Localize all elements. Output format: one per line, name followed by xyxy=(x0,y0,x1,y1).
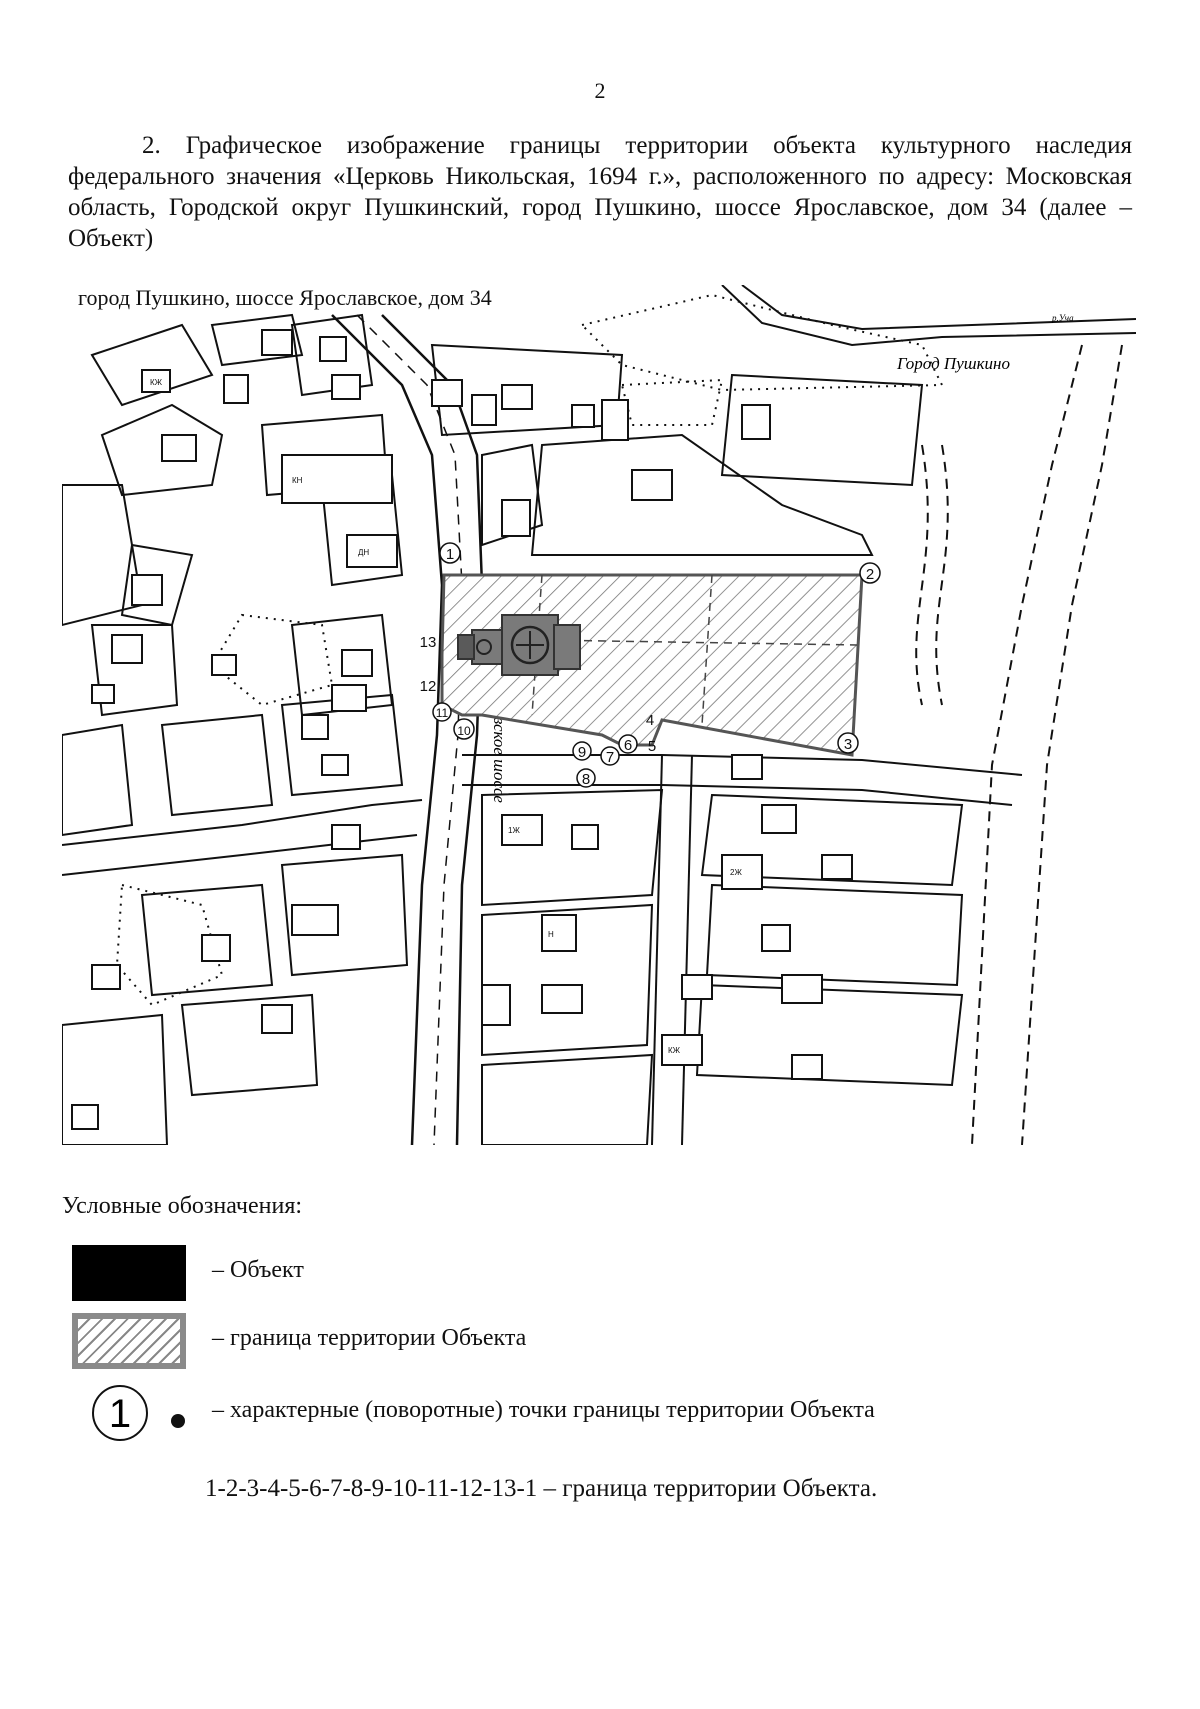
svg-text:13: 13 xyxy=(420,634,437,651)
map-caption: город Пушкино, шоссе Ярославское, дом 34 xyxy=(74,285,496,311)
cadastral-map: р.Уча Город Пушкино Ярославское шоссе xyxy=(62,285,1136,1145)
legend-label-boundary: – граница территории Объекта xyxy=(212,1325,527,1351)
boundary-point-10: 10 xyxy=(453,718,475,740)
svg-text:КЖ: КЖ xyxy=(150,378,163,387)
boundary-point-2: 2 xyxy=(859,562,881,584)
svg-text:5: 5 xyxy=(648,738,656,755)
building-labels: КЖ КН ДН 1Ж 2Ж Н КЖ xyxy=(150,378,742,1055)
object-swatch xyxy=(72,1245,186,1301)
svg-text:10: 10 xyxy=(457,724,471,738)
map-drawing: р.Уча Город Пушкино Ярославское шоссе xyxy=(62,285,1136,1145)
boundary-swatch xyxy=(72,1313,186,1369)
boundary-point-8: 8 xyxy=(576,768,596,788)
point-symbol-number: 1 xyxy=(109,1392,131,1436)
point-dot-icon xyxy=(171,1414,185,1428)
svg-text:11: 11 xyxy=(436,706,449,720)
svg-text:2: 2 xyxy=(866,566,874,583)
svg-text:Н: Н xyxy=(548,930,554,939)
boundary-point-9: 9 xyxy=(572,741,592,761)
boundary-point-4: 4 xyxy=(646,712,654,729)
svg-text:7: 7 xyxy=(606,749,614,766)
parcels-west xyxy=(62,313,409,1145)
legend-title: Условные обозначения: xyxy=(62,1193,303,1219)
boundary-point-12: 12 xyxy=(420,678,437,695)
legend-row-boundary: – граница территории Объекта xyxy=(72,1313,1072,1373)
town-label: Город Пушкино xyxy=(896,354,1010,373)
legend-label-object: – Объект xyxy=(212,1257,304,1283)
svg-text:КЖ: КЖ xyxy=(668,1046,681,1055)
svg-text:КН: КН xyxy=(292,476,303,485)
boundary-point-13: 13 xyxy=(420,634,437,651)
point-symbol: 1 xyxy=(92,1385,185,1441)
river-label: р.Уча xyxy=(1051,313,1074,323)
svg-text:1Ж: 1Ж xyxy=(508,826,520,835)
svg-text:8: 8 xyxy=(582,771,590,788)
svg-text:9: 9 xyxy=(578,744,586,761)
svg-text:1: 1 xyxy=(446,546,454,563)
svg-text:6: 6 xyxy=(624,737,632,754)
svg-text:3: 3 xyxy=(844,736,852,753)
svg-text:4: 4 xyxy=(646,712,654,729)
svg-text:ДН: ДН xyxy=(358,548,369,557)
boundary-point-7: 7 xyxy=(600,746,620,766)
document-heading: 2. Графическое изображение границы терри… xyxy=(68,132,1132,252)
river xyxy=(721,285,1136,347)
boundary-point-6: 6 xyxy=(618,734,638,754)
boundary-sequence: 1-2-3-4-5-6-7-8-9-10-11-12-13-1 – границ… xyxy=(205,1475,878,1502)
legend-row-object: – Объект xyxy=(72,1245,1072,1305)
boundary-point-3: 3 xyxy=(837,732,859,754)
legend-label-points: – характерные (поворотные) точки границы… xyxy=(212,1397,875,1423)
page-number: 2 xyxy=(594,78,606,103)
boundary-point-5: 5 xyxy=(648,738,656,755)
svg-text:12: 12 xyxy=(420,678,437,695)
boundary-point-1: 1 xyxy=(439,542,461,564)
legend-row-points: 1 – характерные (поворотные) точки грани… xyxy=(72,1385,1072,1445)
svg-text:2Ж: 2Ж xyxy=(730,868,742,877)
boundary-points: 1 2 3 4 5 6 7 8 9 10 11 12 13 xyxy=(420,542,881,788)
boundary-point-11: 11 xyxy=(432,702,452,722)
east-road xyxy=(915,344,1123,1145)
buildings xyxy=(71,329,853,1130)
parcels-east xyxy=(430,343,964,1145)
church-object xyxy=(457,614,581,676)
